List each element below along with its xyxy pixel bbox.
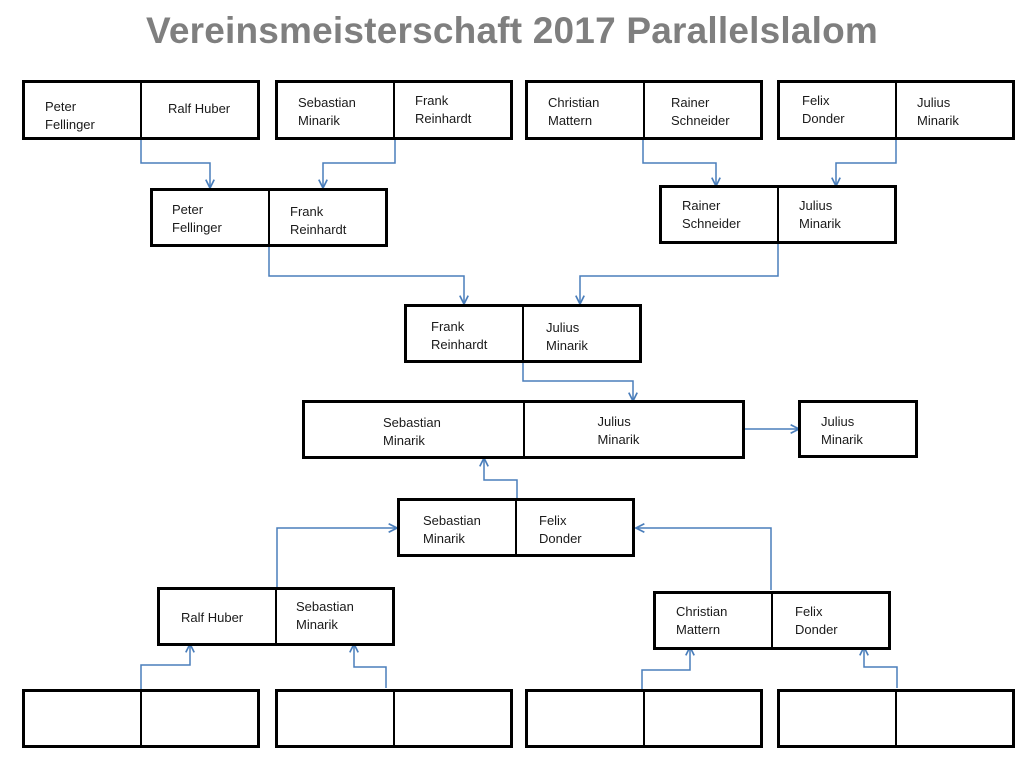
player-slot: [140, 692, 257, 745]
player-slot: Rainer Schneider: [643, 83, 760, 137]
player-slot: [895, 692, 1012, 745]
player-name: Peter Fellinger: [172, 202, 222, 235]
player-name: Sebastian Minarik: [298, 95, 356, 128]
connector-lower-r2-match2: [637, 528, 772, 590]
player-name: Christian Mattern: [548, 95, 600, 128]
connector-lower-r1-match1: [140, 645, 190, 690]
player-name: Julius Minarik: [546, 320, 588, 353]
player-name: Christian Mattern: [676, 604, 728, 637]
player-slot: Christian Mattern: [656, 594, 771, 647]
match-r1-3: Christian Mattern Rainer Schneider: [525, 80, 763, 140]
player-slot: Sebastian Minarik: [278, 83, 393, 137]
match-semifinal-upper: Frank Reinhardt Julius Minarik: [404, 304, 642, 363]
player-name: Julius Minarik: [917, 95, 959, 128]
player-slot: Julius Minarik: [522, 403, 743, 456]
player-name: Ralf Huber: [181, 610, 244, 625]
match-lower-r1-4: [777, 689, 1015, 748]
player-slot: Julius Minarik: [777, 188, 894, 241]
player-name: Rainer Schneider: [682, 198, 741, 231]
connector-r2-match1: [268, 245, 464, 303]
player-name: Sebastian Minarik: [296, 599, 354, 632]
player-name: Peter Fellinger: [45, 99, 95, 132]
player-name: Frank Reinhardt: [415, 93, 472, 126]
champion-box: Julius Minarik: [798, 400, 918, 458]
connector-lower-r1-match3: [641, 648, 690, 690]
player-name: Felix Donder: [795, 604, 838, 637]
player-name: Sebastian Minarik: [383, 415, 441, 448]
match-lower-r1-3: [525, 689, 763, 748]
match-lower-r2-2: Christian Mattern Felix Donder: [653, 591, 891, 650]
player-slot: Peter Fellinger: [153, 191, 268, 244]
match-r1-4: Felix Donder Julius Minarik: [777, 80, 1015, 140]
player-name: Rainer Schneider: [671, 95, 730, 128]
match-r2-1: Peter Fellinger Frank Reinhardt: [150, 188, 388, 247]
connector-r2-match2: [580, 242, 779, 303]
player-name: Ralf Huber: [168, 101, 231, 116]
player-name: Felix Donder: [539, 513, 582, 546]
player-slot: Frank Reinhardt: [268, 191, 385, 244]
connector-semi-lower: [484, 459, 518, 500]
player-slot: Ralf Huber: [140, 83, 257, 137]
player-slot: Sebastian Minarik: [305, 403, 523, 456]
player-slot: Julius Minarik: [895, 83, 1012, 137]
match-semifinal-lower: Sebastian Minarik Felix Donder: [397, 498, 635, 557]
player-name: Julius Minarik: [597, 414, 640, 447]
page-title: Vereinsmeisterschaft 2017 Parallelslalom: [146, 10, 878, 51]
player-slot: Felix Donder: [515, 501, 632, 554]
player-slot: [278, 692, 393, 745]
player-slot: [780, 692, 895, 745]
player-slot: Rainer Schneider: [662, 188, 777, 241]
player-slot: [25, 692, 140, 745]
connector-lower-r1-match4: [864, 648, 898, 688]
champion-slot: Julius Minarik: [801, 403, 915, 455]
match-final: Sebastian Minarik Julius Minarik: [302, 400, 745, 459]
player-slot: Julius Minarik: [522, 307, 639, 360]
player-slot: Felix Donder: [771, 594, 888, 647]
player-name: Felix Donder: [802, 93, 845, 126]
player-slot: Sebastian Minarik: [400, 501, 515, 554]
player-slot: [528, 692, 643, 745]
player-slot: Sebastian Minarik: [275, 590, 392, 643]
match-r1-1: Peter Fellinger Ralf Huber: [22, 80, 260, 140]
match-r2-2: Rainer Schneider Julius Minarik: [659, 185, 897, 244]
match-r1-2: Sebastian Minarik Frank Reinhardt: [275, 80, 513, 140]
player-slot: Ralf Huber: [160, 590, 275, 643]
player-slot: Frank Reinhardt: [407, 307, 522, 360]
connector-r1-match3: [642, 139, 716, 185]
connector-r1-match2: [323, 139, 396, 187]
connector-lower-r2-match1: [276, 528, 396, 588]
player-name: Julius Minarik: [799, 198, 841, 231]
connector-semi-upper: [522, 361, 633, 400]
match-lower-r1-2: [275, 689, 513, 748]
match-lower-r1-1: [22, 689, 260, 748]
champion-name: Julius Minarik: [821, 414, 863, 447]
player-slot: Christian Mattern: [528, 83, 643, 137]
player-name: Frank Reinhardt: [431, 319, 488, 352]
connector-r1-match1: [140, 139, 210, 187]
player-slot: Peter Fellinger: [25, 83, 140, 137]
match-lower-r2-1: Ralf Huber Sebastian Minarik: [157, 587, 395, 646]
player-name: Sebastian Minarik: [423, 513, 481, 546]
connector-lower-r1-match2: [354, 645, 387, 688]
player-slot: [393, 692, 510, 745]
player-slot: Felix Donder: [780, 83, 895, 137]
connector-r1-match4: [836, 139, 897, 185]
player-name: Frank Reinhardt: [290, 204, 347, 237]
player-slot: [643, 692, 760, 745]
player-slot: Frank Reinhardt: [393, 83, 510, 137]
